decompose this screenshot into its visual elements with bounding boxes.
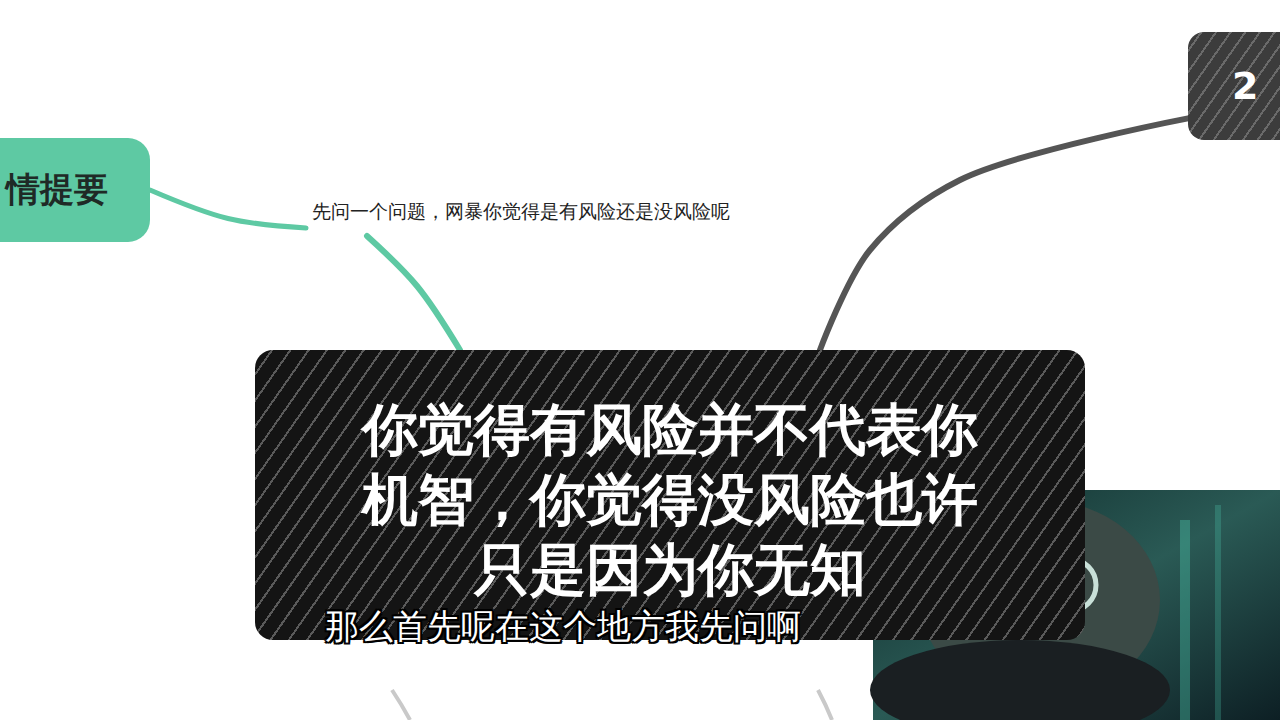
light-bar [1215, 505, 1221, 720]
question-text: 先问一个问题，网暴你觉得是有风险还是没风险呢 [312, 198, 732, 226]
quote-box-text: 你觉得有风险并不代表你机智，你觉得没风险也许只是因为你无知 [345, 395, 995, 605]
question-text-text: 先问一个问题，网暴你觉得是有风险还是没风险呢 [312, 199, 730, 225]
topic-box-text: 情提要 [6, 167, 108, 213]
branch-stub [818, 690, 832, 720]
light-bar [1180, 520, 1190, 720]
topic-box: 情提要 [0, 138, 150, 242]
branch-connector [367, 236, 460, 350]
panda-body [870, 640, 1170, 720]
branch-connector [150, 190, 306, 228]
branch-connector [820, 118, 1188, 350]
quote-box: 你觉得有风险并不代表你机智，你觉得没风险也许只是因为你无知 [255, 350, 1085, 640]
page-number-box-text: 2 [1232, 64, 1258, 108]
branch-stub [392, 690, 410, 720]
subtitle: 那么首先呢在这个地方我先问啊 [325, 604, 801, 650]
page-number-box: 2 [1188, 32, 1280, 140]
